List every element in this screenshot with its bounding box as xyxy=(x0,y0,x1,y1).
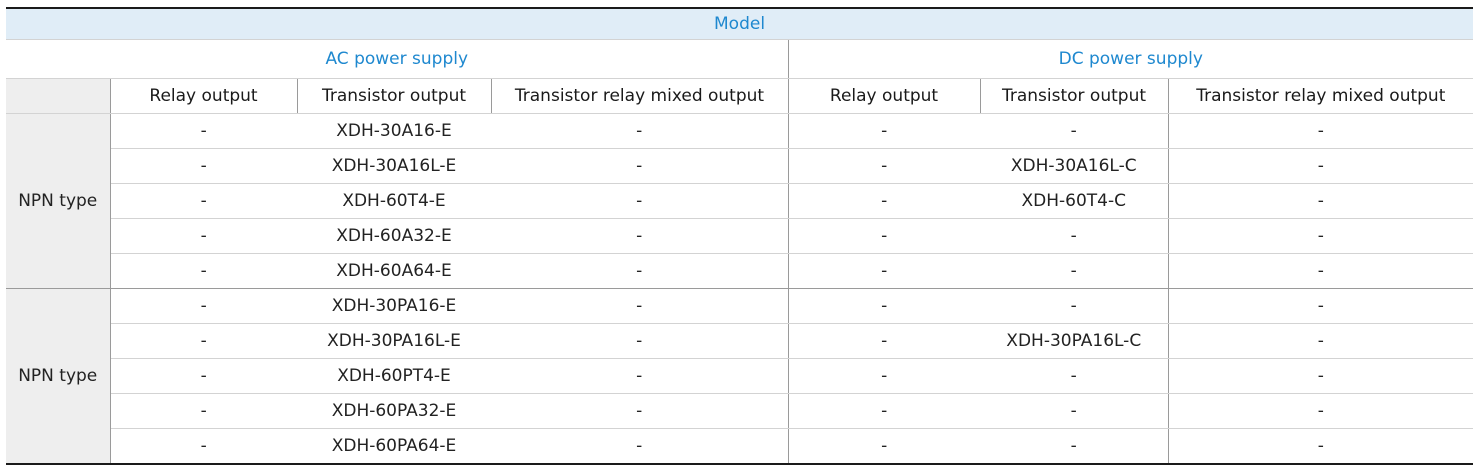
table-row: - XDH-30PA16L-E - - XDH-30PA16L-C - xyxy=(6,323,1474,359)
table-row: NPN type - XDH-30PA16-E - - - - xyxy=(6,288,1474,465)
table-cell: - xyxy=(788,358,980,394)
column-header: Relay output xyxy=(788,78,981,114)
table-row: NPN type - XDH-30A16-E - - - - xyxy=(6,113,1474,289)
table-cell: XDH-30A16L-C xyxy=(980,148,1169,184)
title-row: Model xyxy=(6,7,1474,40)
table-cell: - xyxy=(788,148,980,184)
table-cell: - xyxy=(1168,113,1474,149)
table-cell: - xyxy=(110,393,297,429)
table-cell: - xyxy=(980,358,1169,394)
corner-cell xyxy=(6,78,111,114)
table-row: - XDH-60T4-E - - XDH-60T4-C - xyxy=(6,183,1474,219)
table-cell: - xyxy=(980,218,1169,254)
table-cell: - xyxy=(110,358,297,394)
table-cell: - xyxy=(1168,183,1474,219)
table-cell: - xyxy=(1168,148,1474,184)
table-cell: - xyxy=(788,288,980,324)
table-cell: - xyxy=(110,428,297,465)
table-cell: - xyxy=(1168,393,1474,429)
table-row: - XDH-60PA32-E - - - - xyxy=(6,393,1474,429)
supply-header-row: AC power supply DC power supply xyxy=(6,39,1474,79)
table-cell: XDH-60PA32-E xyxy=(297,393,491,429)
table-cell: - xyxy=(491,428,789,465)
table-cell: - xyxy=(788,183,980,219)
column-header: Transistor relay mixed output xyxy=(491,78,789,114)
table-cell: - xyxy=(110,218,297,254)
table-cell: - xyxy=(1168,428,1474,465)
table-cell: - xyxy=(788,428,980,465)
table-cell: - xyxy=(491,183,789,219)
table-cell: - xyxy=(980,253,1169,289)
table-cell: - xyxy=(491,218,789,254)
column-header-row: Relay output Transistor output Transisto… xyxy=(6,78,1474,114)
ac-supply-header: AC power supply xyxy=(6,39,789,79)
table-cell: XDH-30PA16L-C xyxy=(980,323,1169,359)
table-cell: - xyxy=(491,358,789,394)
table-cell: - xyxy=(110,148,297,184)
table-cell: - xyxy=(980,113,1169,149)
table-cell: XDH-30A16-E xyxy=(297,113,491,149)
table-cell: - xyxy=(980,428,1169,465)
table-cell: - xyxy=(788,323,980,359)
table-cell: XDH-60T4-E xyxy=(297,183,491,219)
table-cell: - xyxy=(491,288,789,324)
column-header: Transistor relay mixed output xyxy=(1168,78,1474,114)
table-cell: - xyxy=(110,183,297,219)
dc-supply-header: DC power supply xyxy=(788,39,1474,79)
table-cell: - xyxy=(788,253,980,289)
table-cell: - xyxy=(788,393,980,429)
table-cell: - xyxy=(491,323,789,359)
group-label: NPN type xyxy=(6,288,111,465)
table-cell: XDH-60A64-E xyxy=(297,253,491,289)
model-table: Model AC power supply DC power supply Re… xyxy=(6,7,1474,465)
table-cell: XDH-30PA16-E xyxy=(297,288,491,324)
table-cell: XDH-60A32-E xyxy=(297,218,491,254)
table-cell: - xyxy=(491,253,789,289)
table-cell: XDH-60T4-C xyxy=(980,183,1169,219)
column-header: Transistor output xyxy=(297,78,492,114)
table-cell: - xyxy=(491,113,789,149)
table-cell: - xyxy=(491,148,789,184)
table-cell: - xyxy=(1168,323,1474,359)
table-cell: - xyxy=(980,393,1169,429)
table-row: - XDH-60PA64-E - - - - xyxy=(6,428,1474,465)
table-cell: - xyxy=(110,288,297,324)
group-label: NPN type xyxy=(6,113,111,289)
table-cell: - xyxy=(788,218,980,254)
table-cell: XDH-60PA64-E xyxy=(297,428,491,465)
table-cell: - xyxy=(1168,358,1474,394)
table-row: - XDH-30A16L-E - - XDH-30A16L-C - xyxy=(6,148,1474,184)
table-cell: - xyxy=(110,323,297,359)
table-row: - XDH-60PT4-E - - - - xyxy=(6,358,1474,394)
table-cell: - xyxy=(980,288,1169,324)
table-cell: - xyxy=(110,113,297,149)
table-cell: XDH-30A16L-E xyxy=(297,148,491,184)
table-title: Model xyxy=(6,7,1474,40)
table-cell: - xyxy=(788,113,980,149)
table-cell: - xyxy=(1168,253,1474,289)
table-cell: - xyxy=(110,253,297,289)
table-cell: - xyxy=(1168,288,1474,324)
column-header: Transistor output xyxy=(980,78,1169,114)
table-cell: - xyxy=(491,393,789,429)
column-header: Relay output xyxy=(110,78,298,114)
table-row: - XDH-60A64-E - - - - xyxy=(6,253,1474,289)
table-cell: XDH-30PA16L-E xyxy=(297,323,491,359)
table-cell: - xyxy=(1168,218,1474,254)
table-cell: XDH-60PT4-E xyxy=(297,358,491,394)
table-row: - XDH-60A32-E - - - - xyxy=(6,218,1474,254)
